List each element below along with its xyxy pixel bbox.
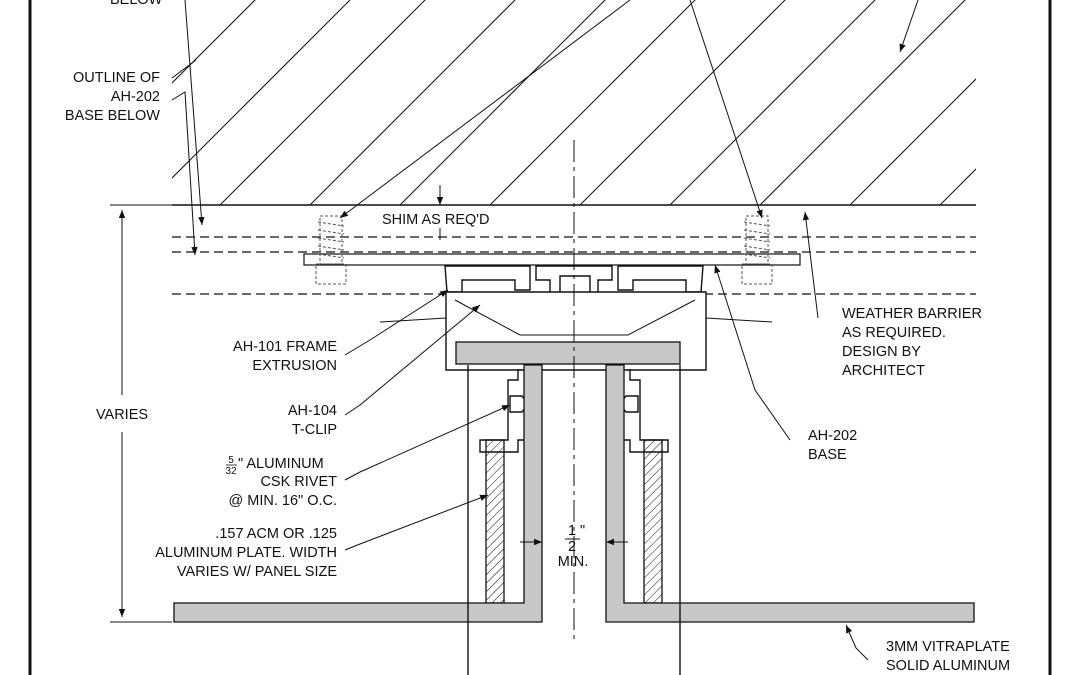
svg-text:SOLID ALUMINUM: SOLID ALUMINUM (886, 658, 1010, 674)
leader-lines (171, 0, 919, 661)
label-outline-base: OUTLINE OF AH-202 BASE BELOW (65, 70, 160, 124)
label-panel-plate: .157 ACM OR .125 ALUMINUM PLATE. WIDTH V… (155, 526, 337, 580)
label-varies: VARIES (96, 407, 148, 423)
svg-text:1: 1 (568, 523, 576, 539)
svg-text:": " (580, 523, 585, 539)
varies-dimension (110, 204, 172, 623)
svg-text:WEATHER BARRIER: WEATHER BARRIER (842, 306, 982, 322)
vitraplate-right (605, 364, 975, 623)
label-vitraplate: 3MM VITRAPLATE SOLID ALUMINUM (886, 639, 1010, 674)
svg-text:AH-202: AH-202 (808, 428, 857, 444)
svg-text:.157 ACM OR .125: .157 ACM OR .125 (215, 526, 337, 542)
wall-substrate-hatch (172, 0, 976, 205)
label-rivet: 5 32 " ALUMINUM CSK RIVET @ MIN. 16" O.C… (225, 455, 337, 509)
screw-left (315, 215, 347, 285)
svg-text:" ALUMINUM: " ALUMINUM (238, 456, 324, 472)
svg-text:AH-104: AH-104 (288, 403, 337, 419)
svg-text:T-CLIP: T-CLIP (292, 422, 337, 438)
svg-text:AS REQUIRED.: AS REQUIRED. (842, 325, 946, 341)
svg-text:2: 2 (568, 539, 576, 555)
svg-text:5: 5 (228, 455, 234, 466)
svg-text:VARIES W/ PANEL SIZE: VARIES W/ PANEL SIZE (177, 564, 337, 580)
label-shim: SHIM AS REQ'D (382, 212, 490, 228)
screw-right (741, 215, 773, 285)
svg-text:BASE BELOW: BASE BELOW (65, 108, 160, 124)
svg-text:CSK RIVET: CSK RIVET (260, 474, 337, 490)
frame-extrusion-body (445, 291, 707, 381)
svg-text:MIN.: MIN. (558, 554, 589, 570)
label-below-fragment: BELOW (110, 0, 163, 8)
label-tclip: AH-104 T-CLIP (288, 403, 337, 438)
frame-flanges (379, 317, 773, 323)
svg-text:BASE: BASE (808, 447, 847, 463)
svg-text:EXTRUSION: EXTRUSION (252, 358, 337, 374)
svg-text:ARCHITECT: ARCHITECT (842, 363, 925, 379)
panel-plate-left (485, 439, 505, 604)
label-base: AH-202 BASE (808, 428, 857, 463)
tclip-right (619, 369, 669, 453)
base-center-key (535, 265, 613, 297)
vitraplate-left (173, 364, 543, 623)
svg-text:@ MIN. 16" O.C.: @ MIN. 16" O.C. (229, 493, 338, 509)
base-extrusion-right (617, 265, 704, 293)
label-frame-extrusion: AH-101 FRAME EXTRUSION (233, 339, 337, 374)
svg-text:AH-101 FRAME: AH-101 FRAME (233, 339, 337, 355)
base-outline (303, 253, 801, 266)
svg-text:32: 32 (225, 466, 237, 477)
svg-text:3MM VITRAPLATE: 3MM VITRAPLATE (886, 639, 1010, 655)
base-extrusion-left (444, 265, 531, 293)
panel-plate-right (643, 439, 663, 604)
svg-text:ALUMINUM PLATE. WIDTH: ALUMINUM PLATE. WIDTH (155, 545, 337, 561)
svg-text:OUTLINE OF: OUTLINE OF (73, 70, 160, 86)
label-gap-min: 1 " 2 MIN. (558, 523, 589, 570)
svg-text:AH-202: AH-202 (111, 89, 160, 105)
frame-insert-bar (455, 341, 681, 365)
label-weather-barrier: WEATHER BARRIER AS REQUIRED. DESIGN BY A… (842, 306, 982, 379)
svg-text:DESIGN BY: DESIGN BY (842, 344, 921, 360)
